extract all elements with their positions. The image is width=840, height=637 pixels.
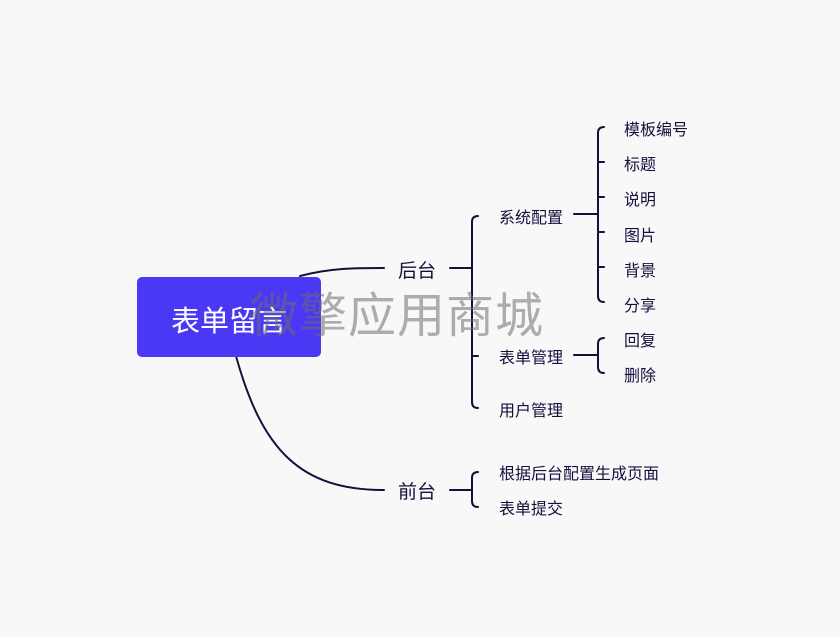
node-shanchu[interactable]: 删除 [624, 366, 656, 385]
node-xitong-peizhi[interactable]: 系统配置 [499, 208, 563, 227]
root-node[interactable]: 表单留言 [137, 277, 321, 357]
link-root-houtai [299, 267, 385, 277]
bracket-biaodan [597, 337, 605, 374]
node-shengcheng-yemian[interactable]: 根据后台配置生成页面 [499, 464, 659, 483]
node-biaoti[interactable]: 标题 [624, 155, 656, 174]
root-node-label: 表单留言 [171, 304, 287, 338]
bracket-xitong [597, 126, 605, 303]
node-muban-bianhao[interactable]: 模板编号 [624, 120, 688, 139]
link-root-qiantai [235, 355, 385, 491]
node-biaodan-tijiao[interactable]: 表单提交 [499, 499, 563, 518]
node-qiantai[interactable]: 前台 [398, 481, 436, 503]
node-tupian[interactable]: 图片 [624, 226, 656, 245]
node-shuoming[interactable]: 说明 [624, 190, 656, 209]
node-yonghu-guanli[interactable]: 用户管理 [499, 401, 563, 420]
node-huifu[interactable]: 回复 [624, 331, 656, 350]
node-fenxiang[interactable]: 分享 [624, 296, 656, 315]
node-beijing[interactable]: 背景 [624, 261, 656, 280]
node-houtai[interactable]: 后台 [398, 260, 436, 282]
bracket-houtai [471, 215, 479, 409]
node-biaodan-guanli[interactable]: 表单管理 [499, 348, 563, 367]
root-node-box [137, 277, 321, 357]
bracket-qiantai [471, 471, 479, 508]
